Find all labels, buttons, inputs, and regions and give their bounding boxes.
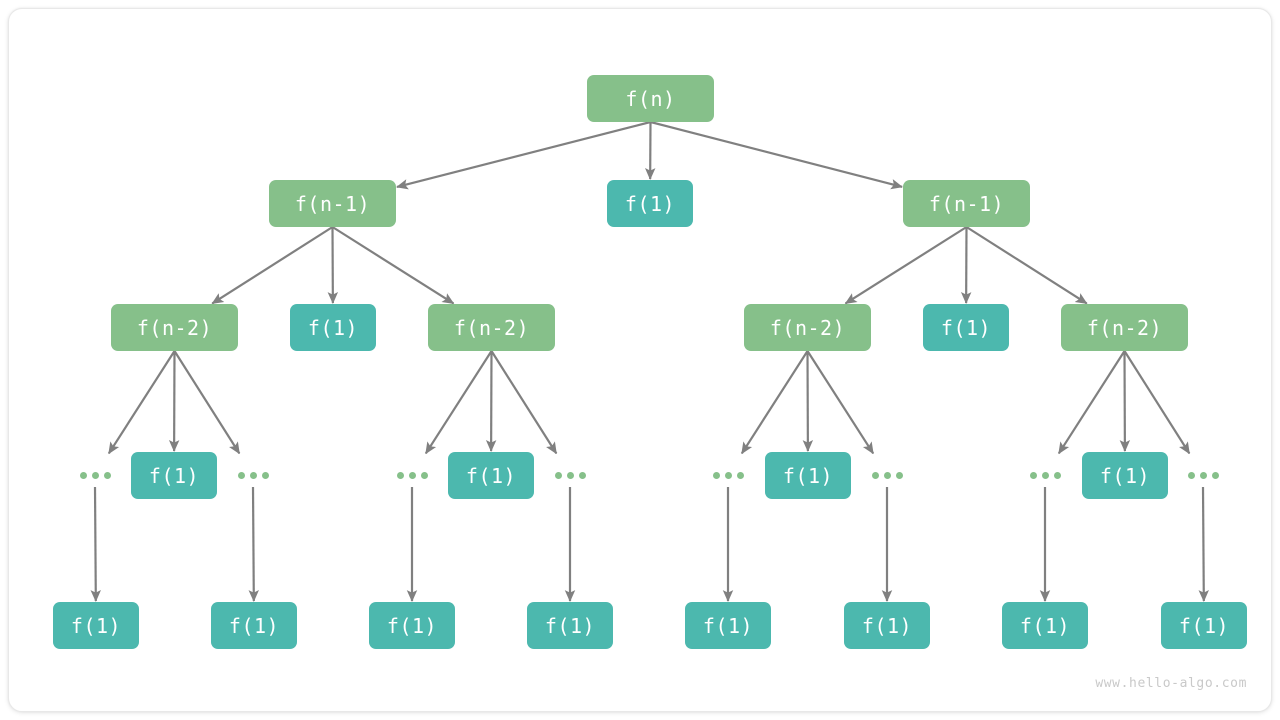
tree-edge (490, 350, 558, 455)
tree-node-label: f(n-2) (453, 315, 530, 340)
ellipsis-dot (1187, 471, 1195, 479)
ellipsis-dot (1041, 471, 1049, 479)
tree-edge (331, 226, 455, 305)
ellipsis-e3 (548, 461, 592, 489)
tree-node-label: f(1) (386, 613, 438, 638)
tree-node-label: f(1) (148, 463, 200, 488)
tree-node-n9: f(n-2) (1061, 304, 1188, 351)
ellipsis-dot (871, 471, 879, 479)
tree-node-n18: f(1) (685, 602, 771, 649)
ellipsis-dot (408, 471, 416, 479)
tree-edge (1057, 350, 1126, 455)
tree-edge (806, 350, 875, 455)
tree-node-label: f(1) (1019, 613, 1071, 638)
tree-node-n14: f(1) (53, 602, 139, 649)
tree-edge (1198, 486, 1209, 602)
tree-node-label: f(1) (702, 613, 754, 638)
ellipsis-dot (103, 471, 111, 479)
tree-node-n3: f(n-1) (903, 180, 1030, 227)
tree-node-label: f(1) (624, 191, 676, 216)
tree-node-n2: f(1) (607, 180, 693, 227)
ellipsis-dot (1199, 471, 1207, 479)
ellipsis-e6 (1023, 461, 1067, 489)
tree-edge (424, 350, 493, 455)
tree-node-label: f(1) (228, 613, 280, 638)
ellipsis-dot (578, 471, 586, 479)
ellipsis-dot (895, 471, 903, 479)
tree-node-n6: f(n-2) (428, 304, 555, 351)
tree-edge (211, 226, 334, 305)
tree-node-label: f(1) (1178, 613, 1230, 638)
tree-node-n16: f(1) (369, 602, 455, 649)
tree-edge (173, 350, 241, 455)
recursion-tree-canvas: f(n) f(n-1) f(1) f(n-1) f(n-2) f(1) f(n-2) f(n-… (9, 9, 1271, 711)
ellipsis-dot (249, 471, 257, 479)
tree-node-n8: f(1) (923, 304, 1009, 351)
ellipsis-e4 (706, 461, 750, 489)
ellipsis-dot (736, 471, 744, 479)
tree-edge (248, 486, 259, 602)
tree-node-n0: f(n) (587, 75, 714, 122)
ellipsis-dot (883, 471, 891, 479)
ellipsis-e5 (865, 461, 909, 489)
tree-node-label: f(1) (940, 315, 992, 340)
tree-node-label: f(n-1) (928, 191, 1005, 216)
ellipsis-dot (724, 471, 732, 479)
diagram-card: f(n) f(n-1) f(1) f(n-1) f(n-2) f(1) f(n-2) f(n-… (8, 8, 1272, 712)
tree-node-label: f(1) (861, 613, 913, 638)
tree-node-label: f(n-1) (294, 191, 371, 216)
tree-node-n11: f(1) (448, 452, 534, 499)
tree-node-n12: f(1) (765, 452, 851, 499)
ellipsis-dot (1029, 471, 1037, 479)
tree-node-label: f(1) (70, 613, 122, 638)
ellipsis-dot (1053, 471, 1061, 479)
tree-edge (396, 120, 651, 190)
tree-node-n15: f(1) (211, 602, 297, 649)
tree-edge (1123, 350, 1191, 455)
ellipsis-dot (91, 471, 99, 479)
tree-node-n7: f(n-2) (744, 304, 871, 351)
ellipsis-dot (712, 471, 720, 479)
ellipsis-dot (261, 471, 269, 479)
tree-edge (107, 350, 176, 455)
tree-node-n13: f(1) (1082, 452, 1168, 499)
tree-node-label: f(n) (625, 86, 676, 111)
tree-node-label: f(1) (1099, 463, 1151, 488)
tree-edge (650, 120, 903, 190)
tree-node-label: f(n-2) (769, 315, 846, 340)
ellipsis-dot (237, 471, 245, 479)
tree-node-label: f(1) (307, 315, 359, 340)
tree-node-n5: f(1) (290, 304, 376, 351)
tree-node-n17: f(1) (527, 602, 613, 649)
tree-node-n20: f(1) (1002, 602, 1088, 649)
tree-node-n1: f(n-1) (269, 180, 396, 227)
tree-edge (90, 486, 101, 602)
tree-node-n4: f(n-2) (111, 304, 238, 351)
ellipsis-e7 (1181, 461, 1225, 489)
ellipsis-dot (79, 471, 87, 479)
ellipsis-dot (554, 471, 562, 479)
tree-node-label: f(1) (544, 613, 596, 638)
tree-node-label: f(n-2) (1086, 315, 1163, 340)
ellipsis-e1 (231, 461, 275, 489)
tree-node-n10: f(1) (131, 452, 217, 499)
tree-edge (740, 350, 809, 455)
ellipsis-dot (566, 471, 574, 479)
ellipsis-dot (1211, 471, 1219, 479)
tree-node-label: f(1) (465, 463, 517, 488)
tree-node-n19: f(1) (844, 602, 930, 649)
ellipsis-e2 (390, 461, 434, 489)
tree-edge (844, 226, 968, 305)
tree-node-label: f(1) (782, 463, 834, 488)
ellipsis-dot (420, 471, 428, 479)
ellipsis-e0 (73, 461, 117, 489)
watermark: www.hello-algo.com (1095, 676, 1247, 691)
tree-node-label: f(n-2) (136, 315, 213, 340)
tree-node-n21: f(1) (1161, 602, 1247, 649)
ellipsis-dot (396, 471, 404, 479)
tree-edge (965, 226, 1088, 305)
